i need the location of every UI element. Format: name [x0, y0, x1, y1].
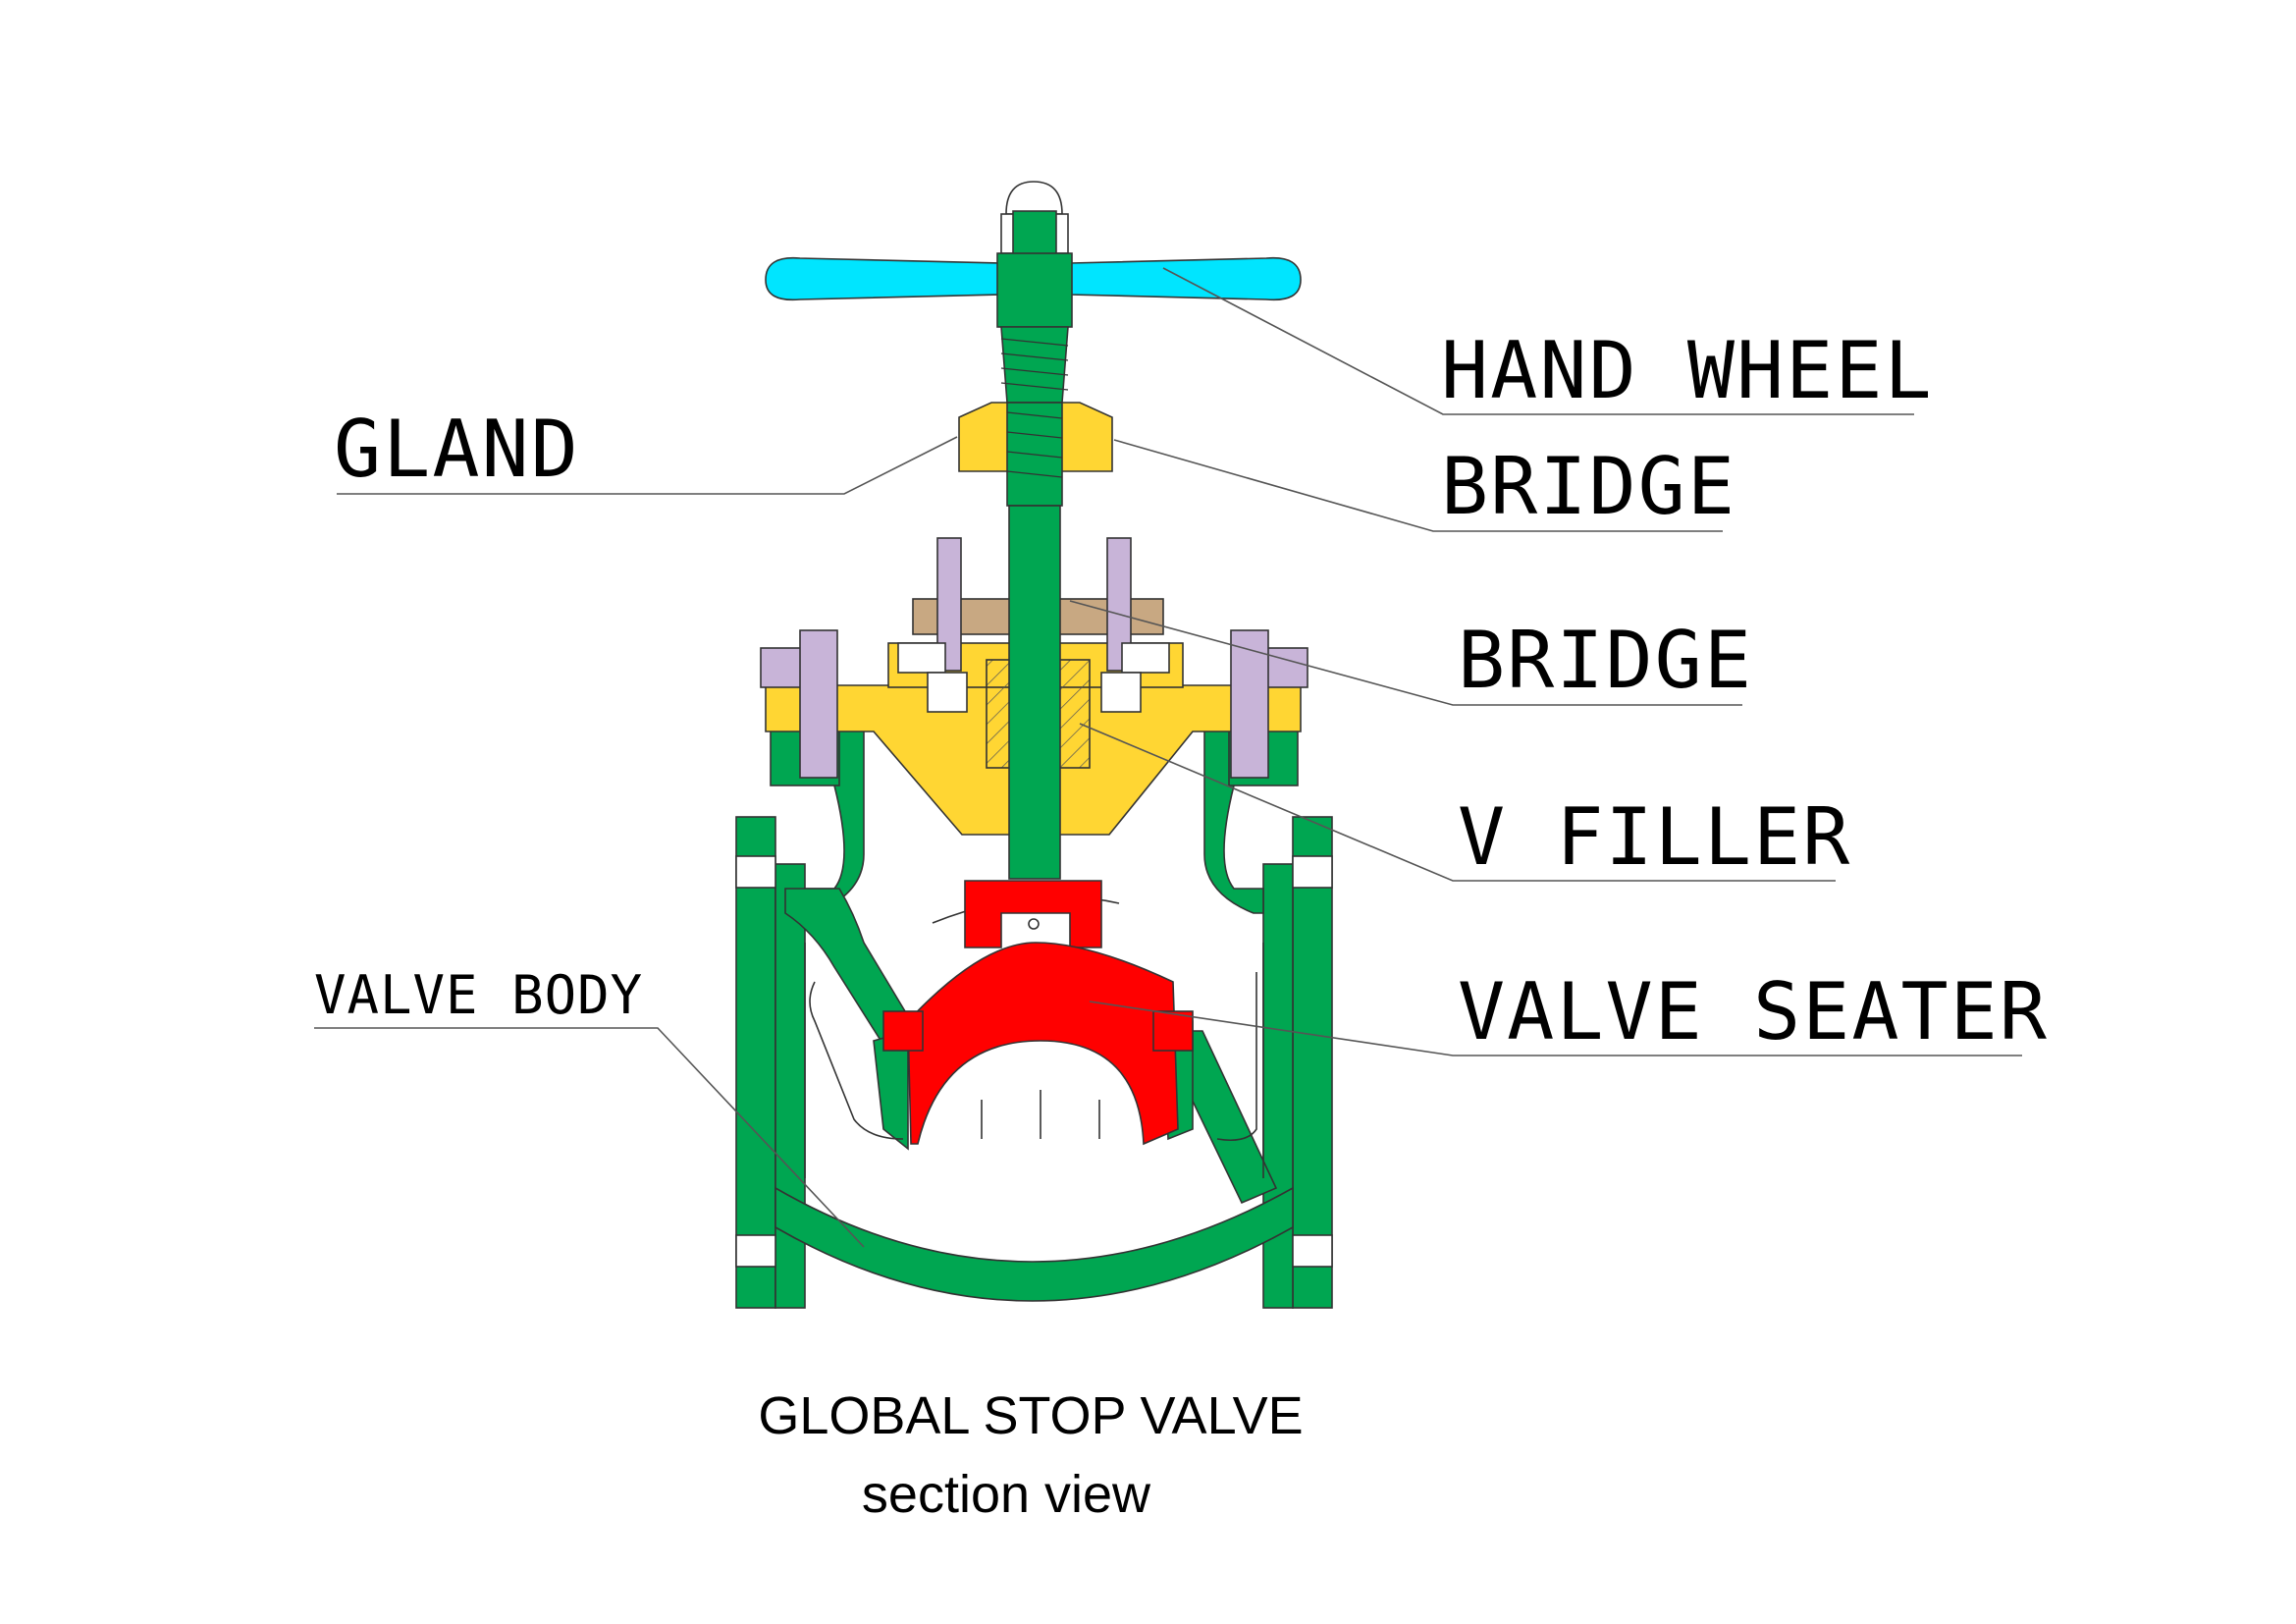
label-valve-body: VALVE BODY: [314, 964, 643, 1026]
flange-holes: [735, 855, 1333, 1268]
hand-wheel-shape: [765, 256, 1002, 301]
caption-subtitle: section view: [862, 1465, 1151, 1524]
nuts: [897, 642, 1170, 713]
label-v-filler: V FILLER: [1458, 791, 1851, 883]
stem-threads: [1000, 338, 1069, 478]
label-bridge-2: BRIDGE: [1458, 615, 1753, 706]
valve-disc-shape: [882, 880, 1194, 1146]
stem-shape: [996, 210, 1073, 880]
label-gland: GLAND: [334, 404, 580, 495]
label-bridge-1: BRIDGE: [1441, 441, 1736, 532]
leader-lines: [314, 267, 2022, 1248]
label-valve-seater: VALVE SEATER: [1458, 966, 2049, 1057]
label-hand-wheel: HAND WHEEL: [1441, 325, 1934, 416]
caption-title: GLOBAL STOP VALVE: [758, 1386, 1303, 1445]
